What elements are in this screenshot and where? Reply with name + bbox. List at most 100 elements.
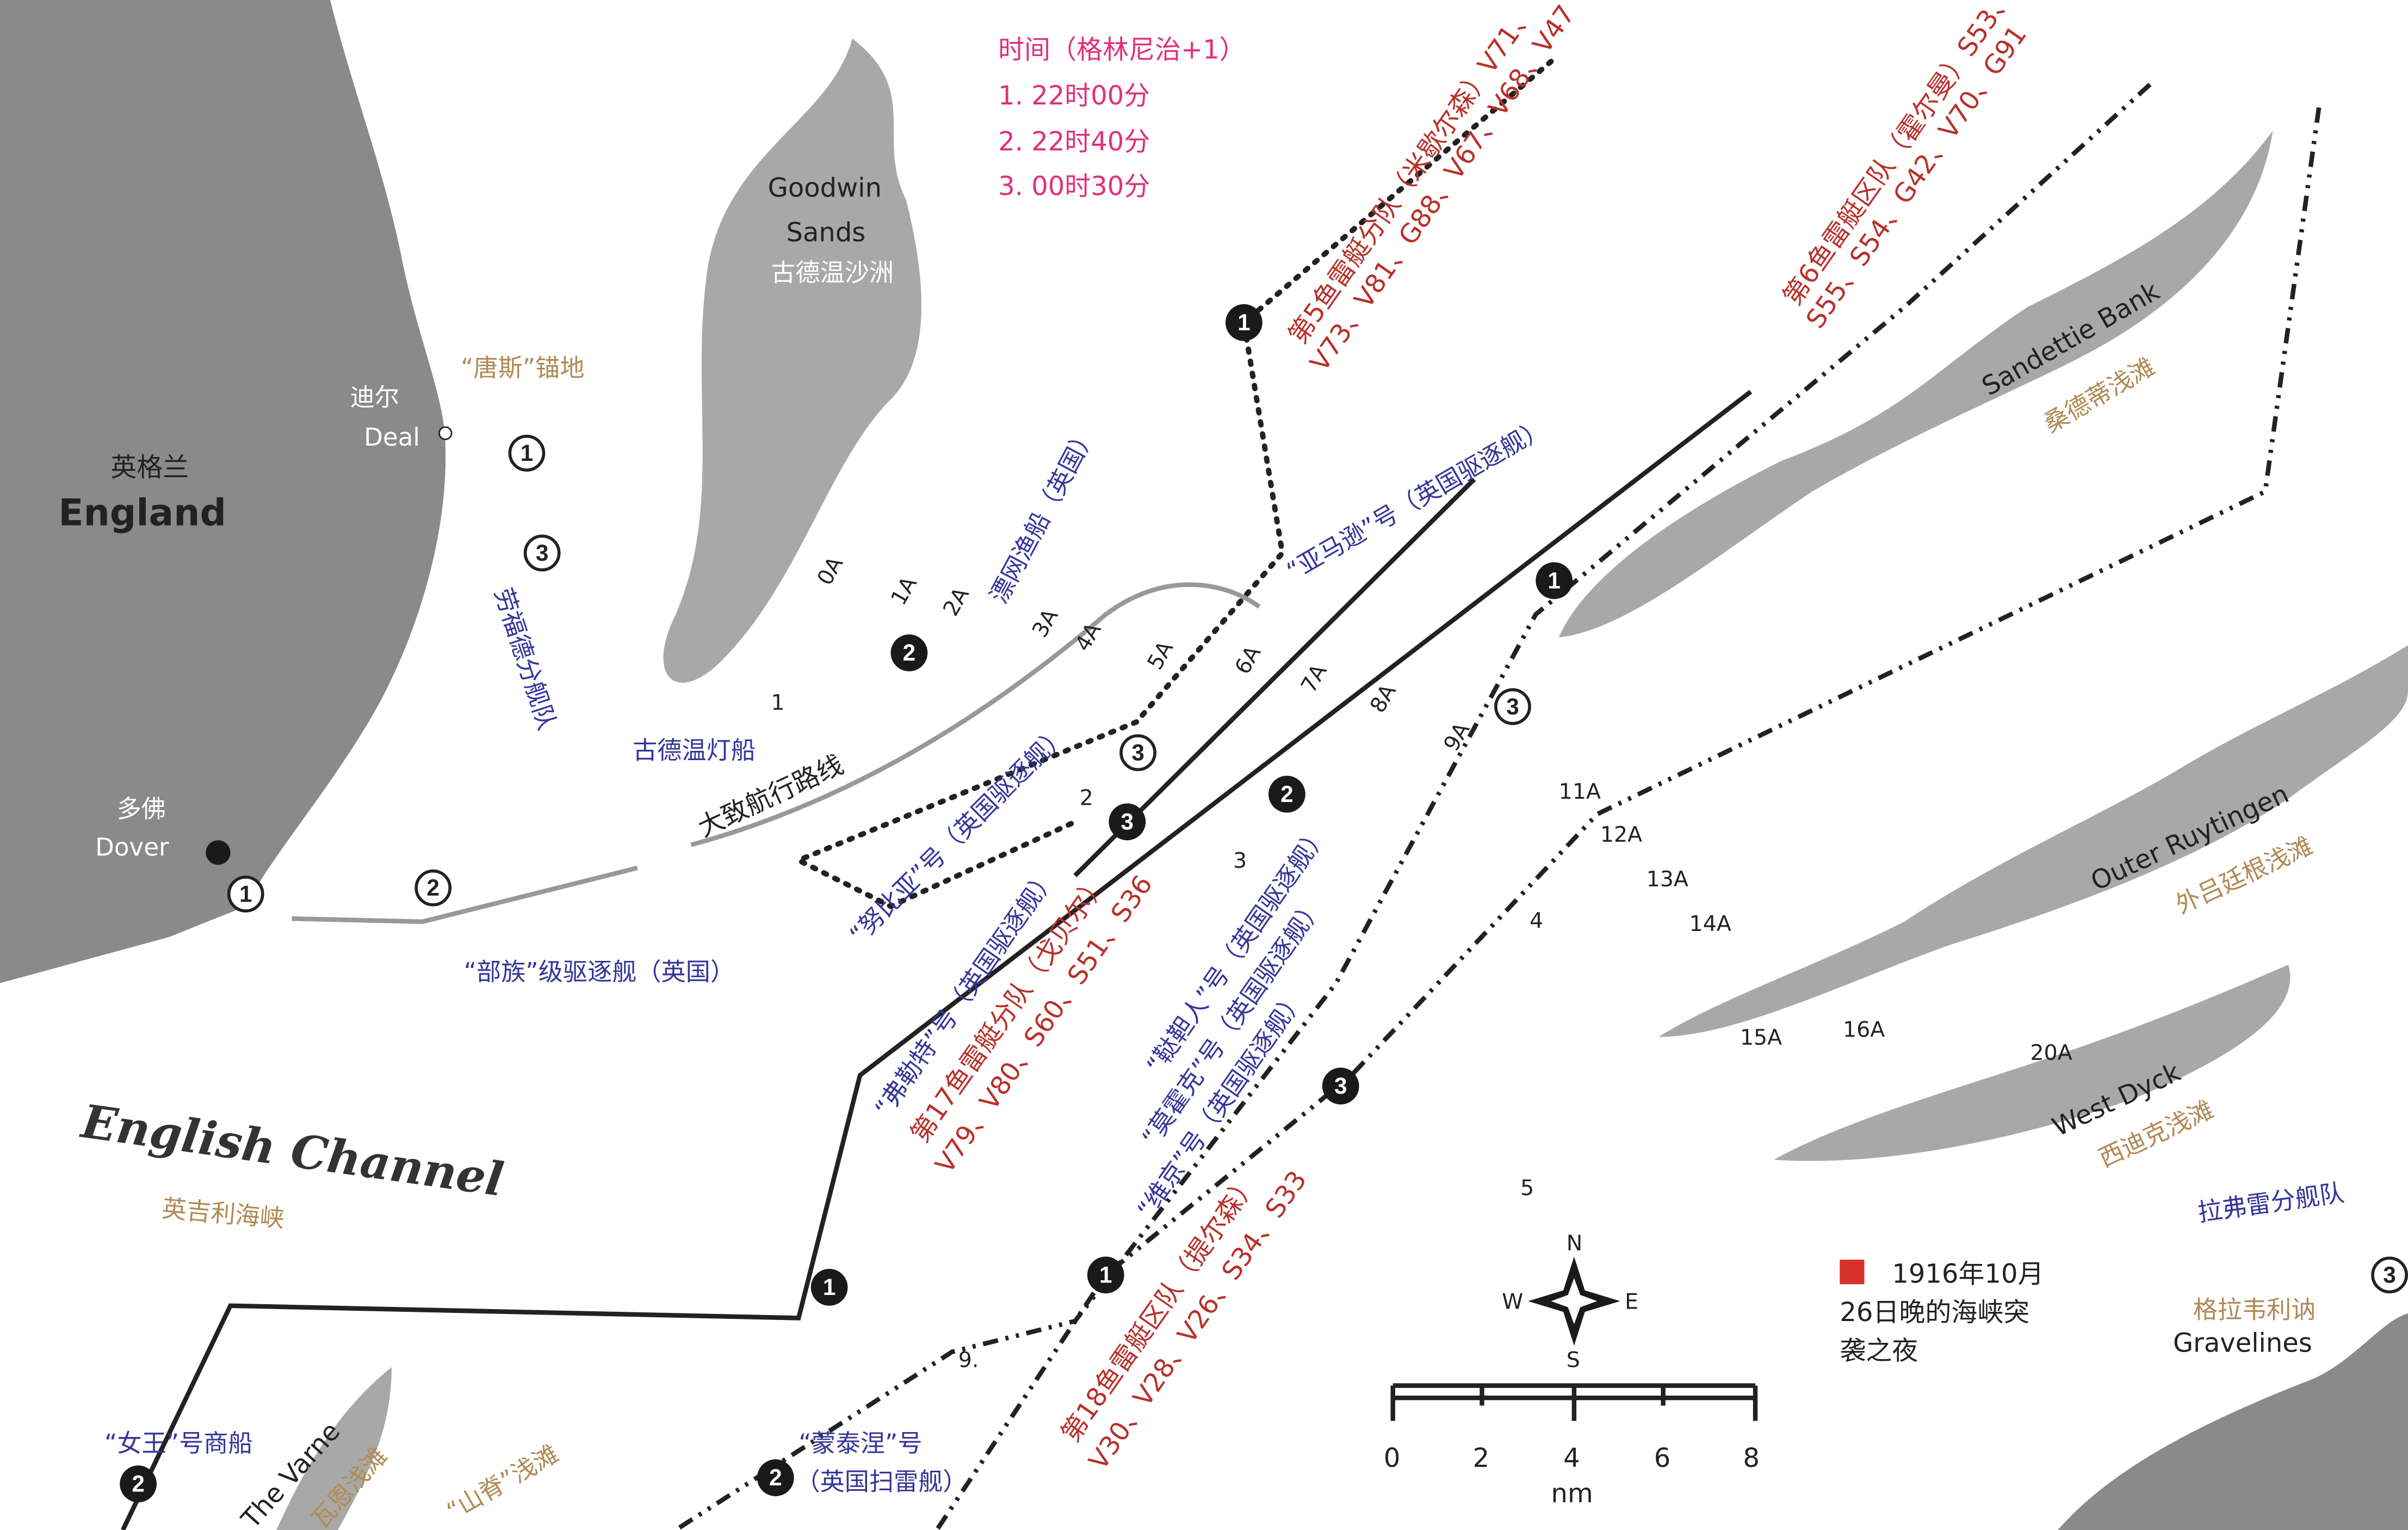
buoy-label: 1A [886, 572, 922, 609]
legend-text: 袭之夜 [1840, 1336, 1918, 1366]
svg-text:1: 1 [823, 1274, 836, 1300]
laforey-right-label: 拉弗雷分舰队 [2196, 1178, 2346, 1227]
buoy-label: 2A [938, 583, 974, 620]
buoy-label: 0A [812, 552, 848, 589]
deal-label-cn: 迪尔 [350, 382, 399, 411]
downs-label: “唐斯”锚地 [461, 354, 584, 382]
buoy-label: 4A [1070, 619, 1106, 656]
time-marker-3: 3 [1119, 734, 1156, 772]
west-dyck [1773, 965, 2291, 1161]
flotilla-6-label: 第6鱼雷艇区队（霍尔曼）S53、 [1777, 0, 2020, 311]
route-tribal [292, 866, 638, 924]
time-marker-1: 1 [508, 434, 546, 472]
nubian-label: “努比亚”号（英国驱逐舰） [844, 719, 1073, 949]
svg-text:1: 1 [521, 440, 534, 466]
time-marker-1: 1 [1087, 1256, 1124, 1294]
time-legend-item: 3. 00时30分 [998, 171, 1150, 202]
time-marker-3: 3 [1109, 803, 1146, 841]
england-landmass [0, 0, 446, 983]
scale-tick: 4 [1563, 1443, 1580, 1473]
time-marker-2: 2 [890, 634, 928, 671]
channel-label: English Channel [77, 1094, 507, 1207]
montaigne-label: “蒙泰涅”号 [798, 1429, 922, 1458]
buoy-label: 15A [1740, 1025, 1782, 1050]
england-label: England [58, 491, 226, 534]
compass-w: W [1502, 1289, 1523, 1314]
amazon-label: “亚马逊”号（英国驱逐舰） [1282, 413, 1552, 586]
buoy-label: 9A [1439, 718, 1475, 755]
svg-text:1: 1 [1547, 567, 1561, 593]
svg-text:3: 3 [1506, 694, 1519, 719]
gravelines-label-cn: 格拉韦利讷 [2193, 1295, 2316, 1324]
svg-text:2: 2 [1280, 781, 1293, 807]
time-marker-2: 2 [120, 1465, 157, 1503]
goodwin-label: Sands [787, 217, 866, 248]
flotilla-18-ships: V30、V28、V26、S34、S33 [1083, 1165, 1313, 1476]
laforey-left-label: 劳福德分舰队 [489, 584, 562, 733]
time-marker-3: 3 [523, 534, 561, 572]
scale-tick: 8 [1743, 1443, 1760, 1473]
goodwin-sands [663, 38, 922, 683]
buoy-label: 16A [1843, 1017, 1885, 1042]
svg-text:1: 1 [1099, 1262, 1112, 1287]
buoy-label: 5A [1142, 637, 1178, 674]
time-marker-1: 1 [227, 875, 264, 913]
goodwin-lightship-label: 古德温灯船 [633, 736, 756, 765]
route-german-5 [792, 58, 1554, 910]
flotilla-17-ships: V79、V80、S60、S51、S36 [930, 870, 1159, 1179]
svg-text:3: 3 [2383, 1262, 2396, 1287]
svg-text:2: 2 [426, 875, 439, 900]
compass-e: E [1625, 1289, 1638, 1314]
scale-tick: 2 [1473, 1443, 1490, 1473]
time-marker-2: 2 [1268, 775, 1305, 813]
queen-label: “女王”号商船 [104, 1429, 253, 1458]
dover-label: Dover [95, 833, 169, 862]
route-german-18 [934, 107, 2322, 1530]
svg-text:3: 3 [1131, 740, 1144, 766]
buoy-label: 20A [2030, 1040, 2072, 1065]
buoy-label: 7A [1296, 660, 1332, 697]
time-marker-3: 3 [1494, 688, 1531, 725]
time-marker-2: 2 [414, 869, 452, 906]
tribal-label: “部族”级驱逐舰（英国） [464, 957, 735, 986]
gravelines-label: Gravelines [2173, 1328, 2312, 1358]
flotilla-5-label: 第5鱼雷艇分队（米歇尔森）V71、 [1283, 0, 1541, 349]
compass-s: S [1567, 1348, 1580, 1373]
drifters-label: 漂网渔船（英国） [984, 421, 1101, 608]
route-amazon [1073, 477, 1476, 878]
dover-anchor-icon [206, 840, 231, 865]
drifter-number: 2 [1080, 785, 1093, 810]
drifter-number: 5 [1520, 1176, 1534, 1201]
ridge-label: “山脊”浅滩 [442, 1439, 563, 1526]
buoy-label: 9. [958, 1348, 979, 1373]
france-coast [2058, 1313, 2408, 1530]
time-marker-1: 1 [810, 1269, 848, 1306]
time-marker-1: 1 [1225, 304, 1262, 341]
buoy-label: 14A [1689, 911, 1731, 936]
svg-text:2: 2 [903, 640, 916, 665]
compass-n: N [1567, 1231, 1583, 1256]
time-legend-title: 时间（格林尼治+1） [998, 34, 1246, 65]
time-legend-item: 2. 22时40分 [998, 127, 1150, 157]
svg-text:3: 3 [1121, 809, 1134, 835]
drifter-number: 4 [1530, 908, 1543, 933]
route-british-main [121, 390, 1753, 1530]
deal-label: Deal [364, 423, 420, 452]
route-drifter-line [690, 582, 1261, 847]
channel-label-cn: 英吉利海峡 [161, 1194, 286, 1233]
svg-text:1: 1 [1237, 310, 1251, 335]
route-german-6 [674, 83, 2152, 1530]
drifter-number: 1 [771, 690, 784, 715]
time-marker-2: 2 [757, 1459, 794, 1496]
dover-label-cn: 多佛 [117, 794, 166, 823]
svg-text:1: 1 [239, 881, 252, 906]
svg-text:2: 2 [769, 1465, 782, 1490]
drifter-number: 3 [1233, 848, 1247, 873]
buoy-label: 11A [1559, 779, 1601, 804]
compass-rose-icon: N E S W [1502, 1231, 1638, 1373]
legend-text: 26日晚的海峡突 [1840, 1297, 2029, 1328]
sandettie-bank [1558, 130, 2273, 638]
flotilla-5-ships: V73、V81、G88、V67、V68、V47 [1304, 0, 1581, 377]
scale-tick: 0 [1384, 1443, 1401, 1473]
